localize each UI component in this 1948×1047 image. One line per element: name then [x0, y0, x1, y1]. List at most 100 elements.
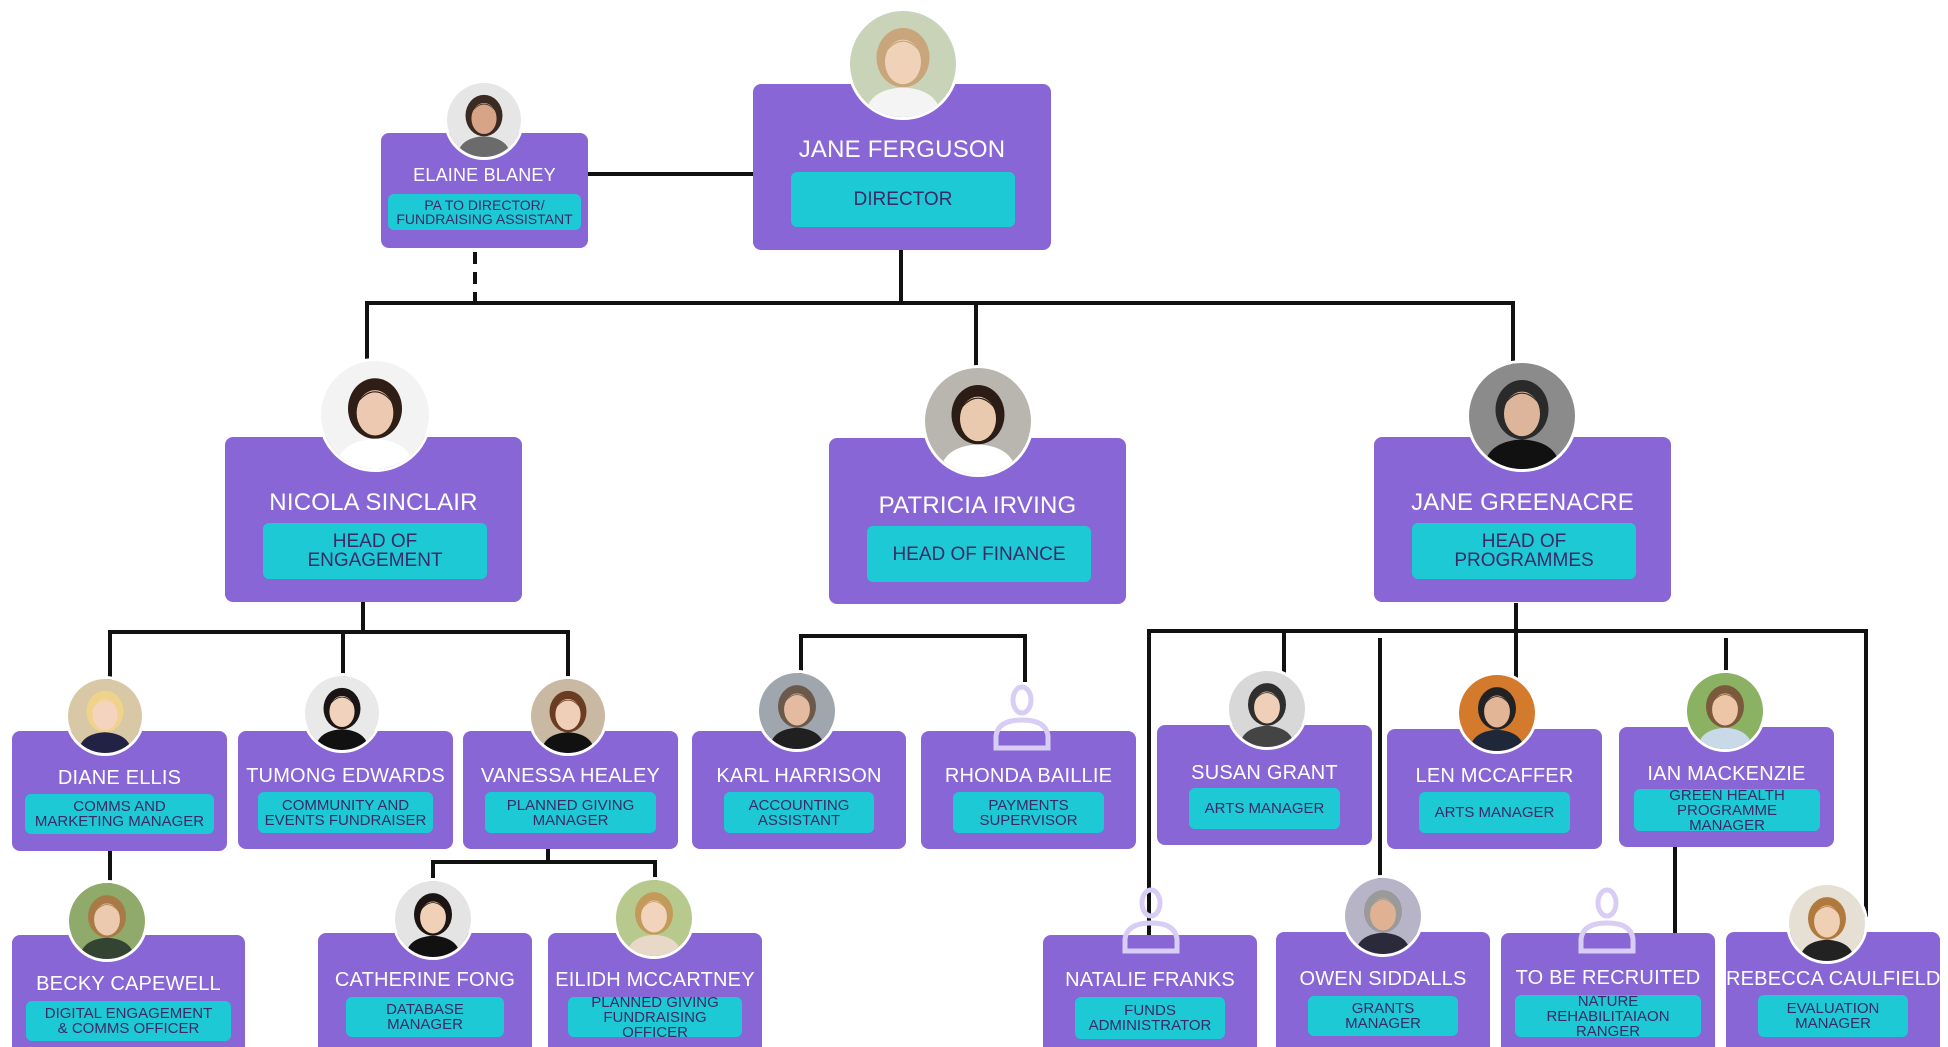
- portrait-icon: [395, 881, 471, 957]
- head-programmes-name: JANE GREENACRE: [1411, 489, 1634, 516]
- avatar-pa: [444, 80, 524, 160]
- staff-role-line2: RANGER: [1575, 1022, 1641, 1040]
- portrait-icon: [447, 83, 521, 157]
- staff-role-line1: DATABASE: [386, 1001, 464, 1018]
- staff-role-line1: COMMUNITY AND: [281, 796, 410, 814]
- staff-role-line1: PLANNED GIVING: [591, 993, 719, 1011]
- portrait-icon: [1469, 363, 1575, 469]
- avatar-nicola: [318, 358, 432, 472]
- vacancy-icon-natalie: [1122, 887, 1180, 954]
- portrait-icon: [69, 883, 145, 959]
- staff-name: SUSAN GRANT: [1191, 762, 1338, 784]
- vacancy-icon-rhonda: [993, 684, 1051, 751]
- staff-role-line2: ADMINISTRATOR: [1088, 1017, 1212, 1034]
- portrait-icon: [321, 361, 429, 469]
- portrait-icon: [616, 880, 692, 956]
- avatar-len: [1456, 672, 1538, 754]
- staff-role-line2: MANAGER: [387, 1016, 463, 1033]
- staff-role: PLANNED GIVING MANAGER: [485, 792, 656, 833]
- staff-role: GREEN HEALTH PROGRAMME MANAGER: [1634, 786, 1820, 834]
- staff-role: FUNDS ADMINISTRATOR: [1075, 997, 1225, 1039]
- staff-role-line1: NATURE REHABILITAIAON: [1546, 992, 1670, 1025]
- staff-card-natalie[interactable]: NATALIE FRANKS FUNDS ADMINISTRATOR: [1043, 935, 1257, 1047]
- staff-role: ARTS MANAGER: [1419, 792, 1570, 833]
- portrait-icon: [759, 673, 835, 749]
- staff-name: RHONDA BAILLIE: [944, 765, 1113, 787]
- staff-name: OWEN SIDDALLS: [1299, 968, 1467, 990]
- staff-name: TO BE RECRUITED: [1515, 967, 1701, 989]
- staff-role-line1: PLANNED GIVING: [506, 796, 635, 814]
- staff-role-line1: PAYMENTS: [988, 796, 1069, 814]
- portrait-icon: [531, 679, 605, 753]
- staff-role: DATABASE MANAGER: [346, 997, 504, 1037]
- staff-role-line2: SUPERVISOR: [979, 811, 1078, 829]
- avatar-vanessa: [528, 676, 608, 756]
- pa-role: PA TO DIRECTOR/ FUNDRAISING ASSISTANT: [388, 194, 581, 230]
- avatar-greenacre: [1466, 360, 1578, 472]
- avatar-becky: [66, 880, 148, 962]
- staff-card-vanessa[interactable]: VANESSA HEALEY PLANNED GIVING MANAGER: [463, 731, 678, 849]
- staff-name: KARL HARRISON: [716, 765, 882, 787]
- staff-role-line1: FUNDS: [1124, 1002, 1176, 1019]
- avatar-owen: [1342, 875, 1424, 957]
- staff-role: EVALUATION MANAGER: [1758, 995, 1908, 1037]
- staff-role: COMMUNITY AND EVENTS FUNDRAISER: [258, 792, 433, 833]
- staff-role-line2: & COMMS OFFICER: [57, 1020, 200, 1037]
- pa-name: ELAINE BLANEY: [413, 165, 556, 185]
- portrait-icon: [68, 679, 142, 753]
- head-programmes-role: HEAD OF PROGRAMMES: [1412, 523, 1636, 579]
- pa-role-line1: PA TO DIRECTOR/: [424, 197, 545, 213]
- head-programmes-role-line2: PROGRAMMES: [1454, 550, 1594, 571]
- staff-role-line1: ARTS MANAGER: [1204, 800, 1325, 817]
- staff-role: GRANTS MANAGER: [1308, 996, 1458, 1036]
- staff-role-line1: DIGITAL ENGAGEMENT: [44, 1005, 213, 1022]
- staff-role-line1: GREEN HEALTH: [1669, 786, 1785, 804]
- avatar-susan: [1226, 668, 1308, 750]
- staff-card-becky[interactable]: BECKY CAPEWELL DIGITAL ENGAGEMENT & COMM…: [12, 935, 245, 1047]
- staff-card-diane[interactable]: DIANE ELLIS COMMS AND MARKETING MANAGER: [12, 731, 227, 851]
- head-engagement-name: NICOLA SINCLAIR: [269, 489, 478, 516]
- staff-name: DIANE ELLIS: [57, 767, 182, 789]
- staff-role-line2: FUNDRAISING OFFICER: [603, 1008, 707, 1041]
- avatar-eilidh: [613, 877, 695, 959]
- portrait-icon: [1229, 671, 1305, 747]
- staff-card-rhonda[interactable]: RHONDA BAILLIE PAYMENTS SUPERVISOR: [921, 731, 1136, 849]
- staff-role: NATURE REHABILITAIAON RANGER: [1515, 992, 1701, 1040]
- staff-name: NATALIE FRANKS: [1065, 969, 1235, 991]
- staff-role-line2: ASSISTANT: [757, 811, 841, 829]
- avatar-ian: [1684, 670, 1766, 752]
- staff-name: LEN MCCAFFER: [1415, 765, 1574, 787]
- staff-card-rebecca[interactable]: REBECCA CAULFIELD EVALUATION MANAGER: [1726, 932, 1940, 1047]
- director-role: DIRECTOR: [791, 172, 1015, 227]
- avatar-diane: [65, 676, 145, 756]
- staff-role: COMMS AND MARKETING MANAGER: [25, 794, 214, 834]
- portrait-icon: [850, 11, 956, 117]
- head-engagement-role: HEAD OF ENGAGEMENT: [263, 523, 487, 579]
- vacancy-icon-recruit: [1578, 887, 1636, 954]
- staff-role: PAYMENTS SUPERVISOR: [953, 792, 1104, 833]
- avatar-director: [847, 8, 959, 120]
- staff-role: ACCOUNTING ASSISTANT: [724, 792, 874, 833]
- staff-role-line2: PROGRAMME MANAGER: [1676, 801, 1777, 834]
- staff-role-line1: EVALUATION: [1786, 1000, 1880, 1017]
- head-finance-role-line1: HEAD OF FINANCE: [892, 543, 1066, 565]
- staff-name: REBECCA CAULFIELD: [1726, 968, 1941, 990]
- staff-name: TUMONG EDWARDS: [246, 765, 445, 787]
- portrait-icon: [1789, 885, 1865, 961]
- staff-role: DIGITAL ENGAGEMENT & COMMS OFFICER: [26, 1001, 231, 1041]
- staff-name: EILIDH MCCARTNEY: [555, 969, 755, 991]
- staff-role-line1: ARTS MANAGER: [1434, 804, 1555, 821]
- avatar-patricia: [922, 365, 1034, 477]
- staff-role: PLANNED GIVING FUNDRAISING OFFICER: [568, 993, 742, 1041]
- head-engagement-role-line2: ENGAGEMENT: [307, 550, 443, 571]
- portrait-icon: [305, 676, 379, 750]
- portrait-icon: [925, 368, 1031, 474]
- head-finance-role: HEAD OF FINANCE: [867, 526, 1091, 582]
- head-programmes-role-line1: HEAD OF: [1481, 531, 1567, 552]
- portrait-icon: [1687, 673, 1763, 749]
- staff-role: ARTS MANAGER: [1189, 788, 1340, 829]
- staff-role-line1: GRANTS MANAGER: [1345, 1000, 1421, 1032]
- staff-role-line2: MANAGER: [532, 811, 609, 829]
- avatar-karl: [756, 670, 838, 752]
- head-engagement-role-line1: HEAD OF: [332, 531, 418, 552]
